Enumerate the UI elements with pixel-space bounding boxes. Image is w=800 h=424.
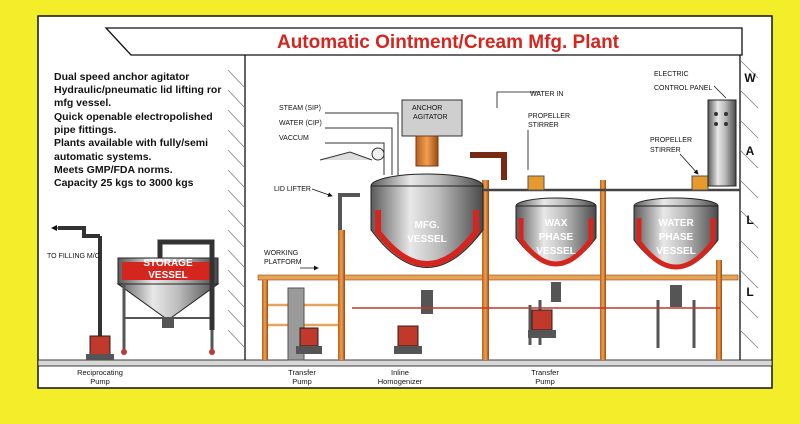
mfg-vessel-label: VESSEL xyxy=(407,234,446,245)
vacuum-line xyxy=(319,151,373,161)
pressure-gauge xyxy=(371,147,385,161)
water-vessel-label: VESSEL xyxy=(656,246,695,257)
feature-line: Dual speed anchor agitator xyxy=(54,71,189,83)
transfer-pump-2 xyxy=(528,309,556,338)
transfer-pump-1 xyxy=(296,327,322,354)
pump-label: Reciprocating xyxy=(77,368,123,377)
pump-label: Inline xyxy=(391,368,409,377)
inline-homogenizer xyxy=(394,325,422,354)
title-banner xyxy=(104,27,743,56)
wall-letter-l2: L xyxy=(746,285,753,299)
mfg-vessel xyxy=(338,99,507,314)
water-cip-label: WATER (CIP) xyxy=(279,120,322,127)
working-platform-label: WORKING xyxy=(264,250,298,257)
propeller-stirrer-label: STIRRER xyxy=(650,147,681,154)
wall-letter-a: A xyxy=(746,144,755,158)
lid-lifter-pointer xyxy=(311,188,333,197)
feature-line: Quick openable electropolished xyxy=(54,111,213,123)
storage-vessel xyxy=(58,226,220,355)
pump-label: Homogenizer xyxy=(378,377,423,386)
storage-vessel-label: STORAGE xyxy=(143,258,193,269)
feature-line: Capacity 25 kgs to 3000 kgs xyxy=(54,177,194,189)
feature-line: automatic systems. xyxy=(54,151,152,163)
to-filling-label: TO FILLING M/C xyxy=(47,253,100,260)
water-vessel-label: PHASE xyxy=(659,232,694,243)
right-wall-hatching xyxy=(739,59,759,349)
mfg-vessel-label: MFG. xyxy=(415,220,440,231)
pump-label: Pump xyxy=(90,377,110,386)
propeller-stirrer-label: STIRRER xyxy=(528,122,559,129)
wax-phase-vessel xyxy=(515,175,597,345)
wall-letter-w: W xyxy=(744,71,756,85)
wax-vessel-label: VESSEL xyxy=(536,246,575,257)
feature-line: Meets GMP/FDA norms. xyxy=(54,164,173,176)
reciprocating-pump xyxy=(86,335,114,360)
feature-list: Dual speed anchor agitator Hydraulic/pne… xyxy=(54,71,221,189)
feature-line: mfg vessel. xyxy=(54,97,111,109)
left-wall-hatching xyxy=(227,69,246,349)
control-panel-label: ELECTRIC xyxy=(654,71,689,78)
water-in-pointer xyxy=(496,91,540,108)
working-platform-label: PLATFORM xyxy=(264,259,302,266)
anchor-agitator-label: ANCHOR xyxy=(412,105,442,112)
propeller-stirrer-label: PROPELLER xyxy=(650,137,692,144)
water-vessel-label: WATER xyxy=(658,218,694,229)
storage-vessel-label: VESSEL xyxy=(148,270,187,281)
pump-label: Pump xyxy=(535,377,555,386)
lid-lifter-label: LID LIFTER xyxy=(274,186,311,193)
electric-control-panel xyxy=(707,99,737,187)
pump-label: Transfer xyxy=(288,368,316,377)
floor xyxy=(37,359,773,367)
propeller-pointer xyxy=(679,153,699,175)
wax-vessel-label: PHASE xyxy=(539,232,574,243)
control-panel-pointer xyxy=(713,85,727,99)
propeller-stirrer-label: PROPELLER xyxy=(528,113,570,120)
feature-line: pipe fittings. xyxy=(54,124,116,136)
wax-vessel-label: WAX xyxy=(545,218,568,229)
feature-line: Plants available with fully/semi xyxy=(54,137,208,149)
pump-label: Pump xyxy=(292,377,312,386)
water-phase-vessel xyxy=(633,175,719,348)
wall-letter-l1: L xyxy=(746,213,753,227)
steam-label: STEAM (SIP) xyxy=(279,105,321,112)
anchor-agitator-label: AGITATOR xyxy=(413,114,448,121)
vaccum-label: VACCUM xyxy=(279,135,309,142)
control-panel-label: CONTROL PANEL xyxy=(654,85,712,92)
diagram-title: Automatic Ointment/Cream Mfg. Plant xyxy=(277,32,620,53)
water-in-label: WATER IN xyxy=(530,91,563,98)
feature-line: Hydraulic/pneumatic lid lifting ror xyxy=(54,84,221,96)
pump-label: Transfer xyxy=(531,368,559,377)
utility-pipes xyxy=(325,112,399,175)
